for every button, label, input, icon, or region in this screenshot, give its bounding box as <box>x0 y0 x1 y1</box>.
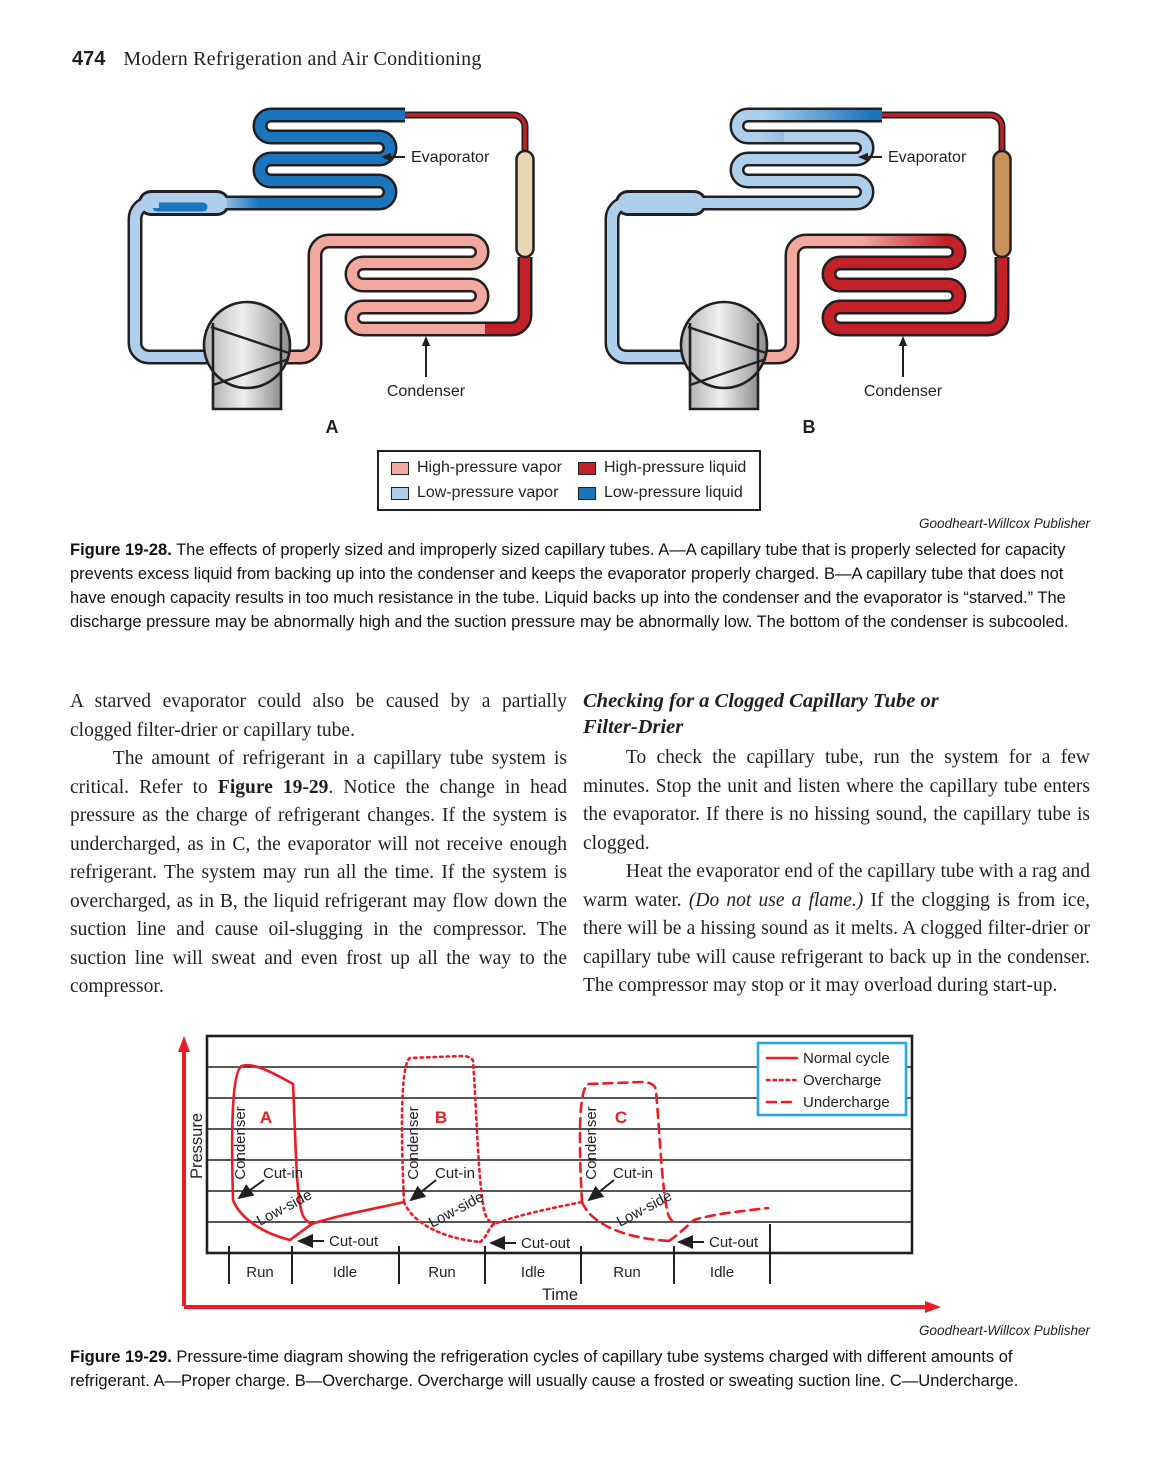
discharge-line <box>279 236 330 362</box>
cut-in-annotation: Cut-in <box>435 1165 475 1182</box>
section-letter-b: B <box>435 1108 447 1127</box>
evaporator-coil <box>255 110 405 142</box>
cut-out-annotation: Cut-out <box>329 1233 379 1250</box>
high-pressure-vapor-swatch <box>391 461 409 475</box>
compressor <box>202 300 292 411</box>
idle-segment-label: Idle <box>710 1264 734 1281</box>
low-pressure-vapor-swatch <box>391 486 409 500</box>
chart-annotations: A B C Condenser Condenser Condenser Cut-… <box>232 1106 759 1281</box>
condenser-annotation: Condenser <box>232 1106 249 1179</box>
time-segment-ticks <box>228 1224 771 1284</box>
figure28-caption: Figure 19-28. The effects of properly si… <box>70 538 1090 634</box>
figure28-caption-label: Figure 19-28. <box>70 541 172 559</box>
refrigeration-diagram-b: Evaporator Condenser B <box>604 107 1012 437</box>
low-pressure-liquid-swatch <box>578 486 596 500</box>
discharge-line <box>756 236 807 362</box>
overcharge-condenser-curve <box>400 1054 496 1226</box>
low-side-annotation: Low-side <box>614 1187 675 1230</box>
low-side-annotation: Low-side <box>426 1188 487 1231</box>
cut-in-annotation: Cut-in <box>613 1165 653 1182</box>
legend-entry-overcharge: Overcharge <box>803 1072 881 1089</box>
book-title: Modern Refrigeration and Air Conditionin… <box>123 48 482 70</box>
filter-drier <box>515 149 535 259</box>
diagram-b-labels: Evaporator Condenser B <box>803 149 967 437</box>
refrigerant-colors <box>606 110 1007 362</box>
paragraph: Heat the evaporator end of the capillary… <box>583 861 1090 996</box>
pressure-time-chart: Pressure Time <box>178 1034 941 1313</box>
refrigerant-colors <box>129 110 530 362</box>
legend-label: Low-pressure vapor <box>417 484 559 501</box>
legend-entry-undercharge: Undercharge <box>803 1094 890 1111</box>
section-heading: Checking for a Clogged Capillary Tube or… <box>583 690 939 738</box>
run-segment-label: Run <box>428 1264 456 1281</box>
figure29-caption: Figure 19-29. Pressure-time diagram show… <box>70 1345 1090 1393</box>
paragraph: A starved evaporator could also be cause… <box>70 691 567 741</box>
legend-item: High-pressure liquid <box>578 459 759 477</box>
legend-entry-normal: Normal cycle <box>803 1050 890 1067</box>
low-side-annotation: Low-side <box>254 1186 315 1229</box>
cut-out-annotation: Cut-out <box>709 1234 759 1251</box>
legend-label: High-pressure vapor <box>417 459 562 476</box>
suction-line <box>129 198 215 362</box>
diagram-a-labels: Evaporator Condenser A <box>326 149 490 437</box>
figure28-caption-text: The effects of properly sized and improp… <box>70 541 1069 631</box>
diagram-letter: A <box>326 417 339 437</box>
normal-cycle-condenser-curve <box>230 1063 314 1226</box>
legend-item: Low-pressure vapor <box>391 484 578 502</box>
chart-legend: Normal cycle Overcharge Undercharge <box>756 1041 908 1117</box>
body-column-left: A starved evaporator could also be cause… <box>70 688 567 1002</box>
condenser-label: Condenser <box>387 383 466 400</box>
y-axis-label: Pressure <box>188 1113 206 1179</box>
legend-item: Low-pressure liquid <box>578 484 759 502</box>
run-segment-label: Run <box>246 1264 274 1281</box>
legend-label: Low-pressure liquid <box>604 484 743 501</box>
legend-label: High-pressure liquid <box>604 459 747 476</box>
normal-cycle-lowside-curve <box>231 1198 292 1242</box>
x-axis-label: Time <box>542 1286 578 1304</box>
page-header: 474 Modern Refrigeration and Air Conditi… <box>72 48 482 71</box>
figure29-caption-text: Pressure-time diagram showing the refrig… <box>70 1348 1019 1390</box>
publisher-credit: Goodheart-Willcox Publisher <box>919 516 1090 531</box>
undercharge-condenser-curve <box>578 1080 679 1226</box>
refrigeration-diagram-a: Evaporator Condenser A <box>127 107 535 437</box>
filter-drier <box>992 149 1012 259</box>
body-column-right: Checking for a Clogged Capillary Tube or… <box>583 688 1090 1001</box>
cycle-curves <box>230 1054 770 1244</box>
page-number: 474 <box>72 48 106 70</box>
evaporator-label: Evaporator <box>411 149 490 166</box>
overcharge-idle-curve <box>478 1200 584 1244</box>
suction-line <box>606 198 692 362</box>
capillary-tube <box>405 113 527 155</box>
undercharge-lowside-curve <box>580 1200 671 1243</box>
undercharge-idle-curve <box>667 1206 770 1243</box>
legend-item: High-pressure vapor <box>391 459 578 477</box>
condenser-annotation: Condenser <box>583 1106 600 1179</box>
cut-out-annotation: Cut-out <box>521 1235 571 1252</box>
idle-segment-label: Idle <box>521 1264 545 1281</box>
run-segment-label: Run <box>613 1264 641 1281</box>
overcharge-lowside-curve <box>402 1200 482 1244</box>
high-pressure-liquid-swatch <box>578 461 596 475</box>
diagram-letter: B <box>803 417 816 437</box>
section-letter-c: C <box>615 1108 627 1127</box>
evaporator-label: Evaporator <box>888 149 967 166</box>
publisher-credit: Goodheart-Willcox Publisher <box>919 1323 1090 1338</box>
warning-note: (Do not use a flame.) <box>688 889 864 911</box>
paragraph: The amount of refrigerant in a capillary… <box>70 748 567 997</box>
condenser-annotation: Condenser <box>405 1106 422 1179</box>
cut-in-annotation: Cut-in <box>263 1165 303 1182</box>
evaporator-coil <box>732 110 882 142</box>
section-letter-a: A <box>260 1108 272 1127</box>
figure29-caption-label: Figure 19-29. <box>70 1348 172 1366</box>
figure-reference: Figure 19-29 <box>217 776 329 798</box>
compressor <box>679 300 769 411</box>
capillary-tube <box>882 113 1004 155</box>
figure28-color-legend: High-pressure vapor High-pressure liquid… <box>377 450 761 511</box>
axes: Pressure Time <box>178 1036 941 1313</box>
paragraph: To check the capillary tube, run the sys… <box>583 747 1090 854</box>
idle-segment-label: Idle <box>333 1264 357 1281</box>
condenser-label: Condenser <box>864 383 943 400</box>
